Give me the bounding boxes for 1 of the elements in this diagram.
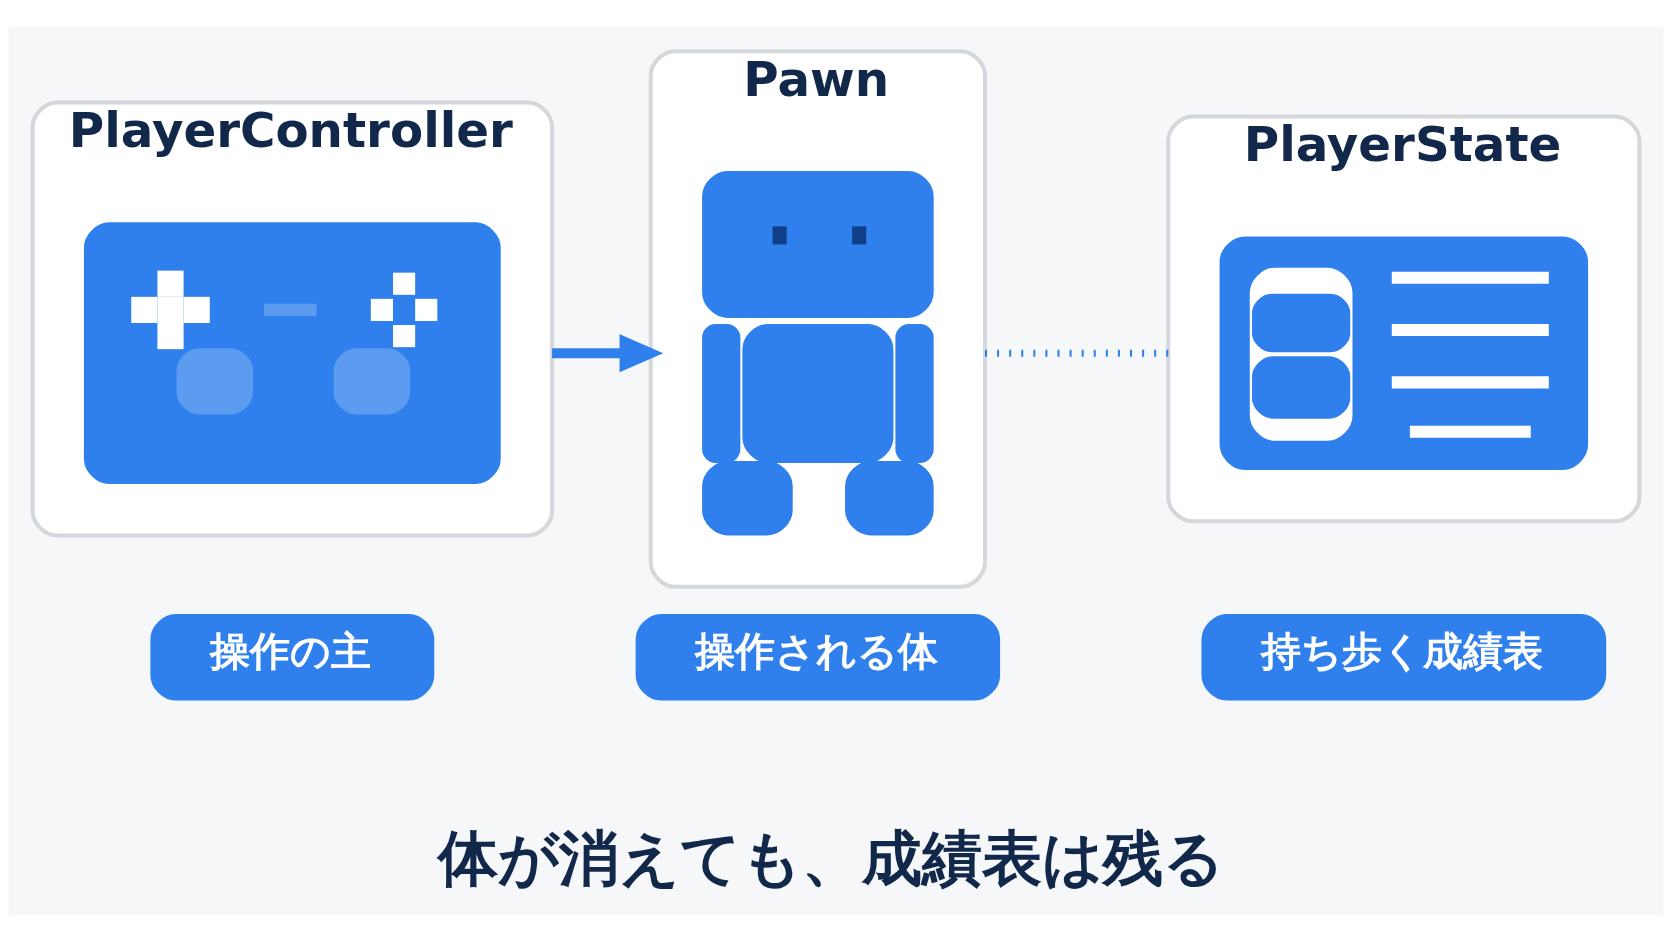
caption: 体が消えても、成績表は残る (438, 822, 1225, 893)
